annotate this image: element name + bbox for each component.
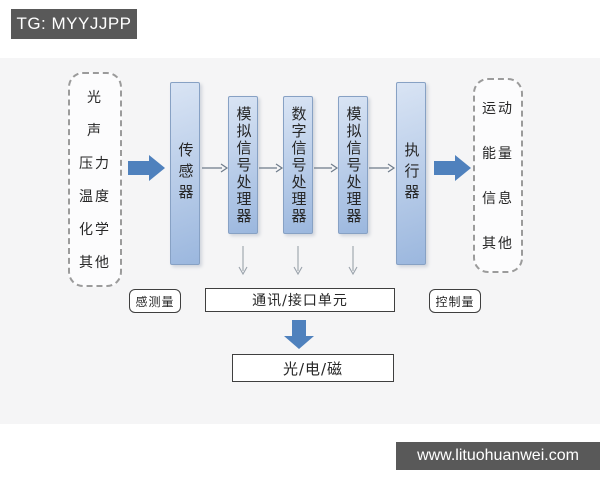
input-quantities-box: 光 声 压力 温度 化学 其他 [68, 72, 122, 287]
analog-signal-processor-box-2: 模拟信号处理器 [338, 96, 368, 234]
thin-arrow-head-icon [387, 163, 396, 173]
thin-down-arrow-head-icon [348, 266, 358, 276]
sensed-quantity-label: 感测量 [129, 289, 181, 313]
thin-arrow-head-icon [330, 163, 339, 173]
thin-down-arrow-head-icon [238, 266, 248, 276]
processor-label: 模拟信号处理器 [234, 105, 253, 225]
control-quantity-label: 控制量 [429, 289, 481, 313]
tg-watermark-badge: TG: MYYJJPP [11, 9, 137, 39]
thin-arrow-head-icon [275, 163, 284, 173]
processor-label: 模拟信号处理器 [344, 105, 363, 225]
diagram-canvas: 光 声 压力 温度 化学 其他 传感器 模拟信号处理器 数字信号处理器 模拟信号… [0, 58, 600, 424]
processor-label: 数字信号处理器 [289, 105, 308, 225]
sensor-label: 传感器 [176, 142, 195, 205]
thin-arrow-head-icon [220, 163, 229, 173]
input-item: 化学 [79, 222, 111, 239]
actuator-label: 执行器 [402, 142, 421, 205]
site-watermark-badge: www.lituohuanwei.com [396, 442, 600, 470]
input-item: 其他 [79, 255, 111, 272]
thin-down-arrow-head-icon [293, 266, 303, 276]
right-arrow-icon [128, 155, 165, 181]
right-arrow-icon [434, 155, 471, 181]
output-item: 信息 [482, 190, 514, 207]
output-item: 其他 [482, 235, 514, 252]
light-electric-magnetic-box: 光/电/磁 [232, 354, 394, 382]
output-item: 运动 [482, 101, 514, 118]
output-quantities-box: 运动 能量 信息 其他 [473, 78, 523, 273]
input-item: 声 [87, 122, 103, 139]
input-item: 压力 [79, 155, 111, 172]
sensor-box: 传感器 [170, 82, 200, 265]
analog-signal-processor-box-1: 模拟信号处理器 [228, 96, 258, 234]
output-item: 能量 [482, 146, 514, 163]
actuator-box: 执行器 [396, 82, 426, 265]
communication-interface-unit-box: 通讯/接口单元 [205, 288, 395, 312]
digital-signal-processor-box: 数字信号处理器 [283, 96, 313, 234]
input-item: 温度 [79, 189, 111, 206]
down-arrow-icon [284, 320, 314, 349]
input-item: 光 [87, 89, 103, 106]
